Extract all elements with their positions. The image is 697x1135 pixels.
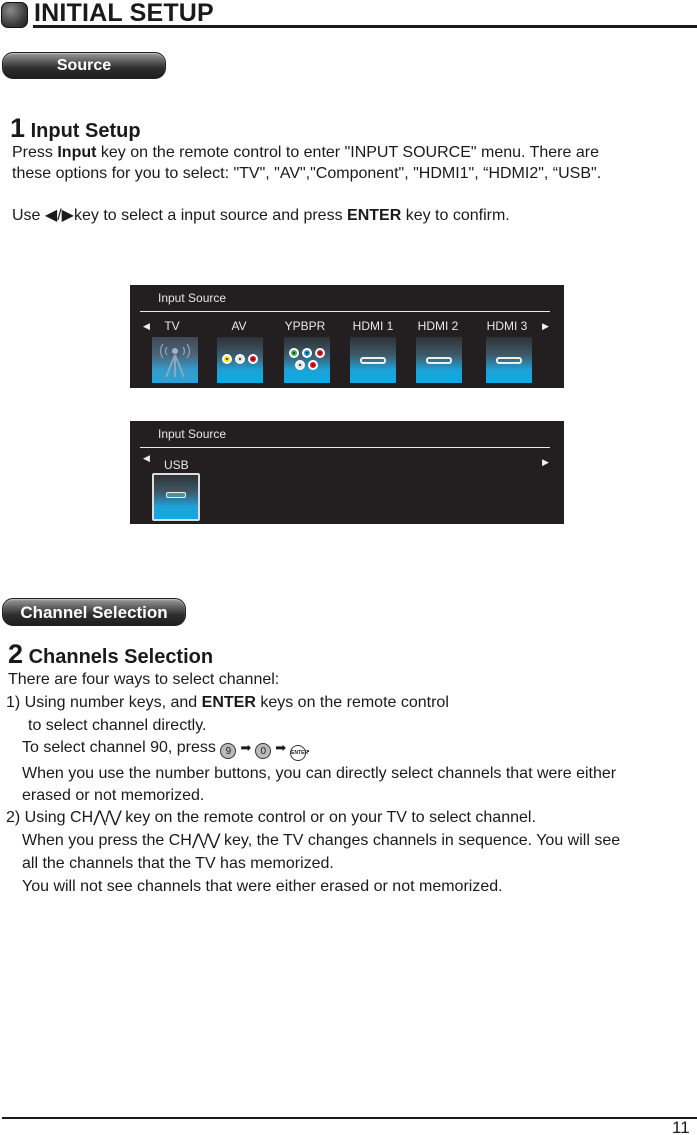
scroll-right-icon[interactable]: ▶ — [542, 321, 549, 331]
source-tile-hdmi2[interactable] — [416, 337, 462, 383]
footer-rule — [2, 1117, 697, 1119]
input-key-label: Input — [57, 144, 97, 161]
section2-number: 2 — [8, 639, 24, 669]
text: key on the remote control to enter "INPU… — [96, 144, 599, 161]
source-label-hdmi2: HDMI 2 — [417, 319, 459, 333]
arrow-right-icon: ➡ — [275, 740, 287, 755]
usb-icon — [166, 492, 186, 498]
source-tile-usb[interactable] — [152, 473, 200, 521]
left-right-keys-icon: ◀/▶ — [44, 207, 74, 224]
section1-line1: Press Input key on the remote control to… — [12, 142, 599, 163]
section2-item2: 2) Using CH⋀/⋁ key on the remote control… — [6, 807, 536, 828]
text: To select channel 90, press — [22, 739, 221, 756]
key-0-icon: 0 — [255, 743, 272, 759]
source-tile-hdmi3[interactable] — [486, 337, 532, 383]
scroll-left-icon[interactable]: ◀ — [143, 321, 150, 331]
hdmi-icon — [496, 357, 522, 364]
source-label-av: AV — [231, 319, 247, 333]
section1-line2: these options for you to select: "TV", "… — [12, 165, 602, 182]
section2-item2-line3: all the channels that the TV has memoriz… — [22, 855, 334, 872]
text: Press — [12, 144, 58, 161]
enter-key-label: ENTER — [201, 694, 256, 711]
text: key, the TV changes channels in sequence… — [219, 832, 621, 849]
hdmi-icon — [426, 357, 452, 364]
section2-item1-line5: erased or not memorized. — [22, 787, 205, 804]
page-title: INITIAL SETUP — [34, 0, 214, 27]
menu-title: Input Source — [158, 427, 227, 441]
section1-number: 1 — [10, 113, 26, 143]
section1-title: Input Setup — [30, 120, 141, 142]
section2-intro: There are four ways to select channel: — [8, 671, 280, 688]
key-9-icon: 9 — [220, 743, 237, 759]
header-rule — [33, 25, 697, 28]
menu-divider — [140, 311, 550, 312]
source-label-hdmi3: HDMI 3 — [486, 319, 528, 333]
source-tile-hdmi1[interactable] — [350, 337, 396, 383]
section2-title: Channels Selection — [28, 646, 214, 668]
section2-heading: 2 Channels Selection — [8, 639, 213, 670]
text: 2) Using CH — [6, 809, 94, 826]
section2-item1-line4: When you use the number buttons, you can… — [22, 765, 617, 782]
source-label-hdmi1: HDMI 1 — [352, 319, 394, 333]
section-pill-channel-selection: Channel Selection — [2, 598, 186, 626]
section2-item2-line2: When you press the CH⋀/⋁ key, the TV cha… — [22, 830, 620, 851]
text: 1) Using number keys, and — [6, 694, 202, 711]
text: When you press the CH — [22, 832, 192, 849]
enter-key-label: ENTER — [347, 207, 402, 224]
section2-item1-line3: To select channel 90, press 9➡0➡ENTER. — [22, 737, 311, 761]
channel-up-down-icon: ⋀/⋁ — [93, 809, 122, 826]
section2-item1-line2: to select channel directly. — [28, 717, 207, 734]
channel-up-down-icon: ⋀/⋁ — [191, 832, 221, 849]
text: key to select a input source and press — [73, 207, 348, 224]
section2-item1: 1) Using number keys, and ENTER keys on … — [6, 692, 449, 713]
source-label-usb: USB — [164, 458, 189, 472]
text: keys on the remote control — [255, 694, 449, 711]
scroll-right-icon[interactable]: ▶ — [542, 457, 549, 467]
source-tile-ypbpr[interactable] — [284, 337, 330, 383]
arrow-right-icon: ➡ — [240, 740, 252, 755]
antenna-icon — [152, 337, 198, 383]
section-pill-source: Source — [2, 52, 166, 79]
source-tile-av[interactable] — [217, 337, 263, 383]
page-number: 11 — [672, 1118, 690, 1135]
header-badge-icon — [1, 2, 28, 28]
text: Use — [12, 207, 45, 224]
source-tile-tv[interactable] — [152, 337, 198, 383]
key-enter-icon: ENTER — [290, 745, 308, 761]
menu-title: Input Source — [158, 291, 227, 305]
text: key on the remote control or on your TV … — [120, 809, 536, 826]
input-source-menu-usb: Input Source ◀ ▶ USB — [130, 421, 564, 524]
source-label-tv: TV — [164, 319, 180, 333]
section1-heading: 1 Input Setup — [10, 113, 141, 144]
hdmi-icon — [360, 357, 386, 364]
input-source-menu: Input Source ◀ ▶ TV AV YPBPR HDMI 1 HDMI… — [130, 285, 564, 388]
source-label-ypbpr: YPBPR — [284, 319, 326, 333]
menu-divider — [140, 447, 550, 448]
scroll-left-icon[interactable]: ◀ — [143, 453, 150, 463]
section2-item2-line4: You will not see channels that were eith… — [22, 878, 503, 895]
text: key to confirm. — [401, 207, 510, 224]
section1-line3: Use ◀/▶key to select a input source and … — [12, 205, 510, 226]
